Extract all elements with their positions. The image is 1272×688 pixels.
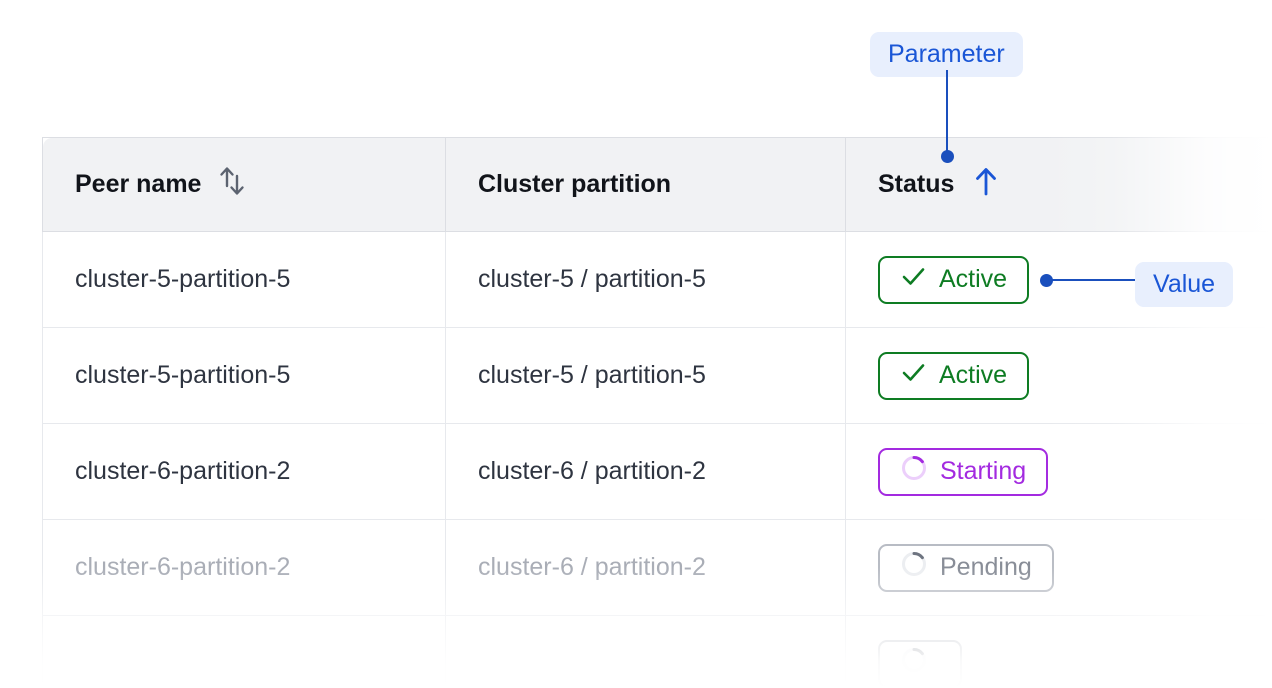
table-row[interactable]: cluster-6-partition-2 cluster-6 / partit… — [42, 423, 1272, 520]
spinner-icon — [900, 646, 928, 681]
cell-cluster-partition: cluster-5 / partition-5 — [445, 327, 846, 424]
peers-table: Peer name Cluster partition — [42, 137, 1272, 688]
spinner-icon — [900, 550, 928, 585]
annotation-anchor-dot-value — [1040, 274, 1053, 287]
status-label: Active — [939, 361, 1008, 389]
column-header-label: Status — [878, 170, 955, 198]
cell-status — [845, 615, 1272, 688]
annotation-label-parameter: Parameter — [870, 32, 1023, 77]
annotation-anchor-dot-parameter — [941, 150, 954, 163]
table-row[interactable]: cluster-5-partition-5 cluster-5 / partit… — [42, 327, 1272, 424]
cell-peer-name: cluster-6-partition-2 — [42, 519, 446, 616]
check-icon — [900, 359, 927, 393]
cell-peer-name — [42, 615, 446, 688]
table-header: Peer name Cluster partition — [42, 137, 1272, 232]
cell-status: Pending — [845, 519, 1272, 616]
sort-ascending-icon[interactable] — [970, 164, 1002, 205]
status-badge-active: Active — [878, 255, 1030, 304]
data-table-container: Peer name Cluster partition — [42, 137, 1272, 688]
cell-peer-name: cluster-5-partition-5 — [42, 327, 446, 424]
annotation-connector-parameter — [946, 70, 948, 158]
sort-unsorted-icon[interactable] — [217, 164, 247, 205]
check-icon — [900, 263, 927, 297]
table-header-row: Peer name Cluster partition — [42, 137, 1272, 232]
cell-cluster-partition: cluster-6 / partition-2 — [445, 423, 846, 520]
column-header-peer-name[interactable]: Peer name — [42, 137, 446, 232]
cell-cluster-partition: cluster-5 / partition-5 — [445, 231, 846, 328]
spinner-icon — [900, 454, 928, 489]
column-header-cluster-partition[interactable]: Cluster partition — [445, 137, 846, 232]
table-row[interactable]: cluster-6-partition-2 cluster-6 / partit… — [42, 519, 1272, 616]
table-body: cluster-5-partition-5 cluster-5 / partit… — [42, 231, 1272, 688]
status-badge-pending — [878, 639, 962, 688]
annotation-label-value: Value — [1135, 262, 1234, 307]
cell-status: Starting — [845, 423, 1272, 520]
status-label: Starting — [940, 457, 1027, 485]
cell-status: Active — [845, 327, 1272, 424]
status-badge-starting: Starting — [878, 447, 1049, 496]
cell-cluster-partition — [445, 615, 846, 688]
status-label: Active — [939, 265, 1008, 293]
column-header-status[interactable]: Status — [845, 137, 1272, 232]
column-header-label: Cluster partition — [478, 170, 672, 198]
column-header-label: Peer name — [75, 170, 202, 198]
cell-peer-name: cluster-5-partition-5 — [42, 231, 446, 328]
status-label: Pending — [940, 553, 1032, 581]
annotation-connector-value — [1049, 279, 1135, 281]
cell-peer-name: cluster-6-partition-2 — [42, 423, 446, 520]
cell-cluster-partition: cluster-6 / partition-2 — [445, 519, 846, 616]
status-badge-pending: Pending — [878, 543, 1054, 592]
table-row[interactable] — [42, 615, 1272, 688]
status-badge-active: Active — [878, 351, 1030, 400]
